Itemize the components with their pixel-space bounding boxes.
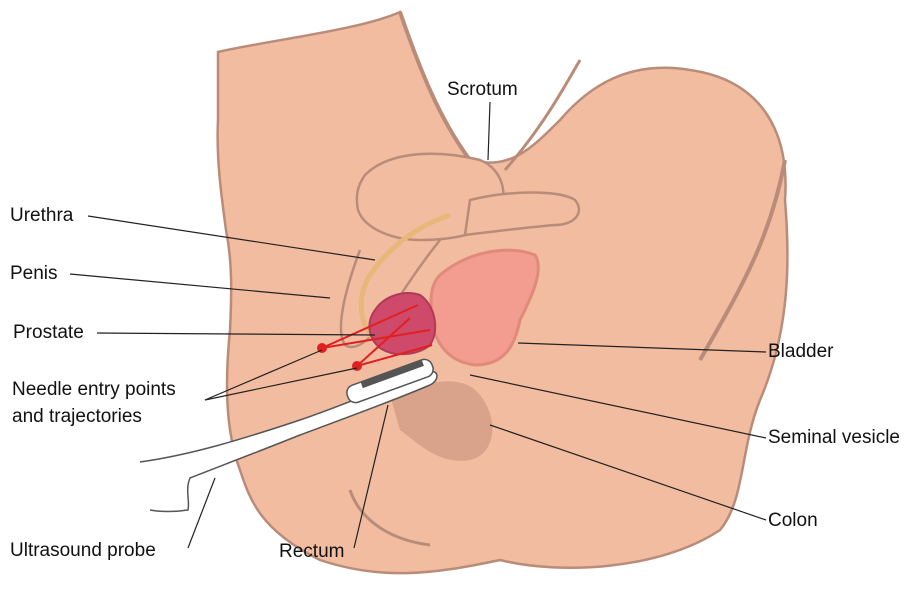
label-seminal-vesicle: Seminal vesicle [768, 427, 900, 449]
label-colon: Colon [768, 510, 818, 532]
label-penis: Penis [10, 263, 58, 285]
label-bladder: Bladder [768, 341, 834, 363]
label-scrotum: Scrotum [447, 79, 518, 101]
label-urethra: Urethra [10, 205, 73, 227]
label-needle-line2: and trajectories [12, 403, 247, 430]
label-rectum: Rectum [279, 541, 344, 563]
needle-entry-point-2 [352, 361, 362, 371]
label-needle-entry: Needle entry points and trajectories [12, 376, 247, 430]
label-ultrasound-probe: Ultrasound probe [10, 540, 156, 562]
label-prostate: Prostate [13, 322, 84, 344]
label-needle-line1: Needle entry points [12, 376, 247, 403]
